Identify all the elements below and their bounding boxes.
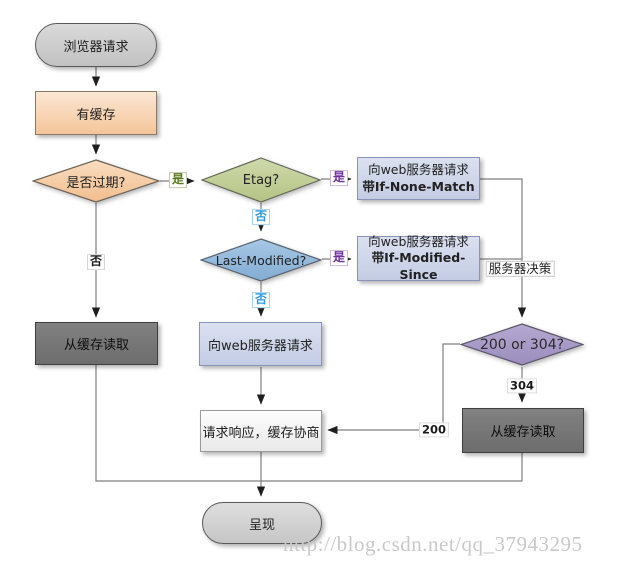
- node-request-if-none-match: 向web服务器请求 带If-None-Match: [357, 157, 480, 200]
- response-label: 请求响应，缓存协商: [202, 425, 320, 441]
- diamond-shape: [460, 323, 584, 366]
- request-inm-line1: 向web服务器请求: [368, 162, 469, 178]
- node-start-label: 浏览器请求: [63, 39, 129, 55]
- diamond-shape: [200, 238, 322, 282]
- node-lastmodified-decision: Last-Modified?: [200, 238, 322, 282]
- node-request-if-modified-since: 向web服务器请求 带If-Modified-Since: [357, 234, 480, 282]
- edge-label-etag-no: 否: [251, 209, 271, 225]
- edge-label-lastmod-yes: 是: [329, 250, 349, 266]
- watermark-text: http://blog.csdn.net/qq_37943295: [283, 532, 583, 556]
- edge-label-expired-no: 否: [86, 254, 106, 270]
- node-expired-decision: 是否过期?: [32, 159, 160, 203]
- node-end-label: 呈现: [248, 517, 275, 533]
- node-etag-label: Etag?: [242, 172, 280, 188]
- edge-inm-status: [480, 178, 527, 318]
- node-start: 浏览器请求: [35, 23, 157, 67]
- node-etag-decision: Etag?: [201, 157, 321, 203]
- read-cache-left-label: 从缓存读取: [63, 338, 129, 353]
- edge-status-200-response: [327, 343, 460, 435]
- node-end: 呈现: [202, 502, 322, 544]
- edge-merge-rail: [95, 365, 523, 482]
- request-server-label: 向web服务器请求: [208, 338, 313, 354]
- node-has-cache-label: 有缓存: [76, 107, 116, 123]
- edge-label-expired-yes: 是: [168, 172, 188, 188]
- node-read-cache-right: 从缓存读取: [462, 408, 584, 453]
- request-inm-line2: 带If-None-Match: [362, 178, 475, 194]
- edge-label-etag-yes: 是: [329, 170, 349, 186]
- node-response: 请求响应，缓存协商: [200, 410, 322, 452]
- node-has-cache: 有缓存: [35, 91, 157, 135]
- node-read-cache-left: 从缓存读取: [35, 322, 158, 365]
- diamond-shape: [201, 157, 321, 203]
- node-request-server: 向web服务器请求: [199, 322, 322, 366]
- node-status-decision: 200 or 304?: [460, 323, 584, 366]
- node-expired-label: 是否过期?: [66, 175, 126, 191]
- request-ims-line1: 向web服务器请求: [368, 234, 469, 250]
- edge-label-server-decision: 服务器决策: [485, 260, 555, 278]
- edge-label-lastmod-no: 否: [251, 292, 271, 308]
- node-lastmodified-label: Last-Modified?: [215, 252, 307, 268]
- node-status-label: 200 or 304?: [479, 336, 565, 353]
- diamond-shape: [32, 159, 160, 203]
- edge-label-304: 304: [506, 378, 538, 394]
- edge-label-200: 200: [418, 422, 450, 438]
- read-cache-right-label: 从缓存读取: [490, 425, 556, 440]
- request-ims-line2: 带If-Modified-Since: [371, 250, 466, 282]
